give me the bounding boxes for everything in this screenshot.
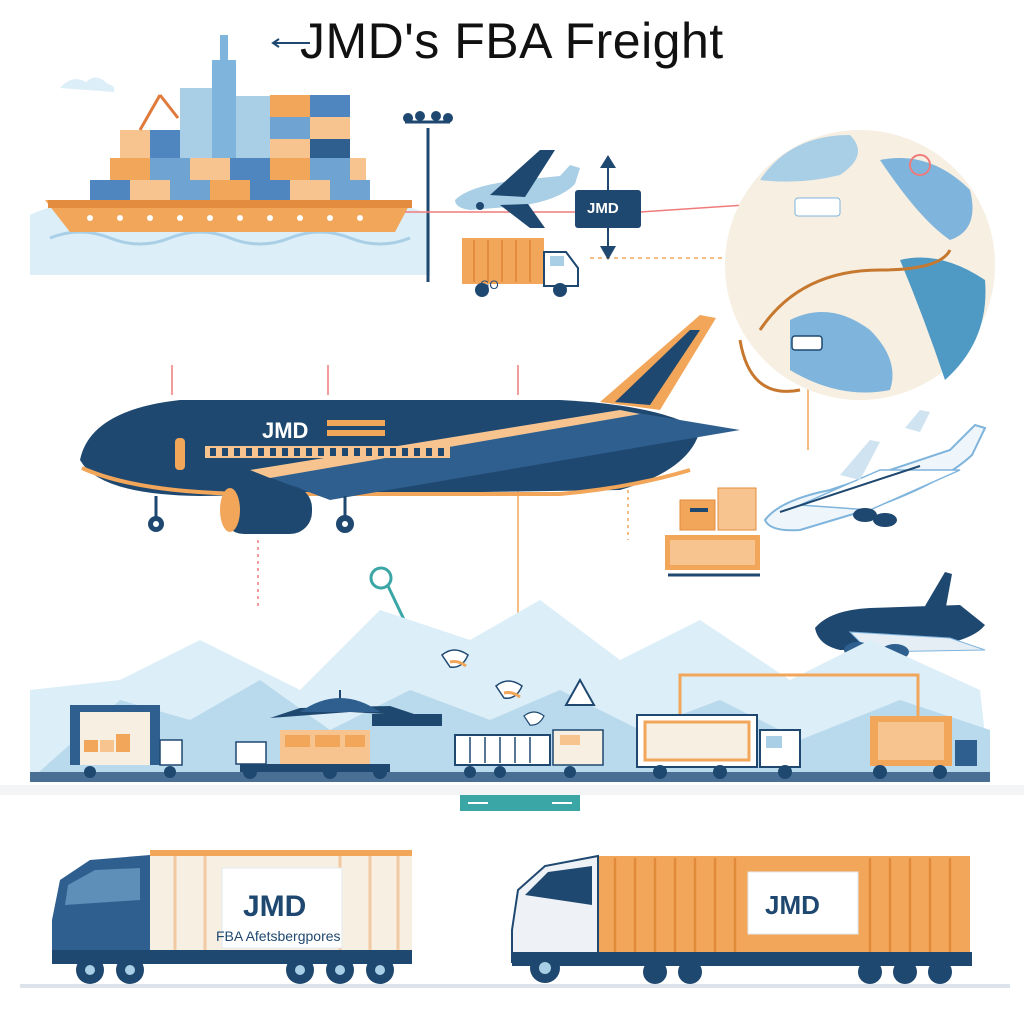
sign-brand-label: JMD: [587, 200, 619, 217]
left-truck-caption: FBA Afetsbergpores: [216, 928, 341, 944]
lamp-post-icon: [403, 111, 453, 282]
airplane-brand-label: JMD: [262, 418, 309, 443]
warehouse-icon: [70, 705, 183, 766]
truck-icon: [462, 238, 579, 297]
container-truck-right: [511, 854, 972, 984]
bird-icon: [441, 649, 545, 726]
cargo-ship-icon: [30, 35, 430, 275]
left-truck-brand-label: JMD: [243, 890, 307, 923]
jet-airplane-icon: [815, 572, 986, 660]
cargo-airplane-icon: [80, 315, 740, 534]
container-trailer-icon: [636, 714, 977, 768]
right-truck-brand-label: JMD: [765, 890, 820, 920]
forklift-icon: [235, 690, 442, 772]
airplane-icon: [455, 150, 580, 228]
page-title: JMD's FBA Freight: [300, 13, 724, 69]
ground-road: [30, 772, 990, 782]
loading-platform-icon: [665, 487, 760, 577]
globe-icon: [725, 130, 995, 400]
passenger-airplane-icon: [763, 410, 987, 532]
warning-icon: [564, 677, 596, 706]
jmd-sign: [575, 155, 641, 260]
box-truck-left: [52, 850, 412, 984]
road-sign-icon: [460, 795, 580, 811]
title-arrow-icon: [271, 38, 310, 48]
truck-go-label: GO: [480, 278, 499, 292]
cargo-trailer-icon: [454, 729, 604, 766]
